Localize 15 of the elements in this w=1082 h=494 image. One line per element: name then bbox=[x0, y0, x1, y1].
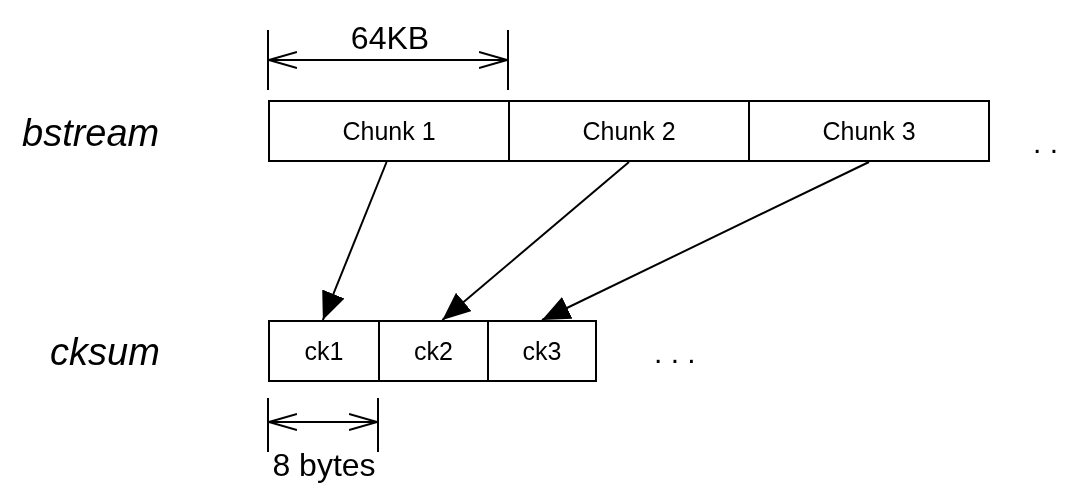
dimension-label: 8 bytes bbox=[272, 449, 376, 481]
row-label: bstream bbox=[22, 114, 160, 152]
arrow bbox=[541, 161, 870, 321]
ellipsis: . . . bbox=[654, 338, 696, 368]
checksum-box: ck2 bbox=[378, 320, 489, 382]
chunk-box: Chunk 2 bbox=[508, 100, 750, 162]
checksum-box: ck1 bbox=[268, 320, 380, 382]
chunk-box: Chunk 1 bbox=[268, 100, 510, 162]
dimension-label: 64KB bbox=[350, 22, 430, 54]
chunk-box: Chunk 3 bbox=[748, 100, 990, 162]
arrow bbox=[441, 161, 630, 321]
row-label: cksum bbox=[50, 333, 160, 371]
ellipsis: . . bbox=[1033, 128, 1058, 158]
checksum-box: ck3 bbox=[487, 320, 597, 382]
arrow bbox=[321, 161, 388, 321]
